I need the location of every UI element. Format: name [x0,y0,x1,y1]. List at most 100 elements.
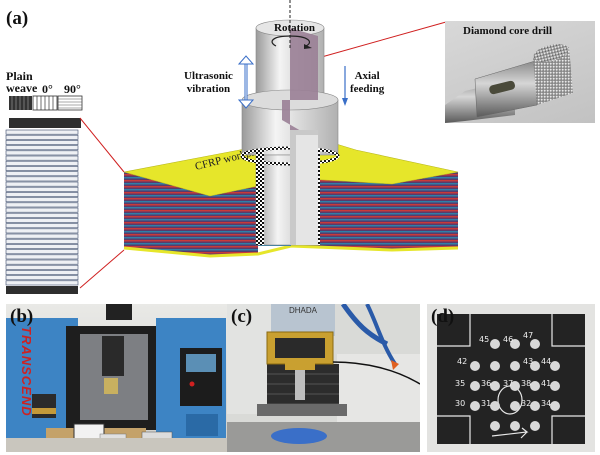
hole-number-label: 31 [481,399,491,408]
workpiece-right-face [392,172,458,250]
plain-weave-label: Plain weave [6,70,37,94]
ply-plain-weave-bottom [6,286,78,294]
hole-number-label: 42 [457,357,467,366]
rotation-arrow-icon [271,35,311,47]
ply-layer [5,280,79,286]
ply-layer [5,176,79,182]
hole-number-label: 46 [503,335,513,344]
ply-layer [5,145,79,151]
hole-number-label: 38 [521,379,531,388]
ply-layer [5,254,79,260]
hole-number-label: 32 [521,399,531,408]
drilled-hole [530,339,540,349]
ultrasonic-line1: Ultrasonic [184,70,233,82]
ultrasonic-double-arrow-icon [237,55,255,109]
panel-a-label: (a) [6,8,29,29]
spindle-setup-illustration [227,304,420,452]
ply-layer [5,197,79,203]
hole-number-label: 35 [455,379,465,388]
ply-layer [5,244,79,249]
axial-feeding-label: Axial feeding [350,70,384,96]
drilled-hole [530,361,540,371]
ultrasonic-vibration-label: Ultrasonic vibration [184,70,233,96]
deg90-swatch [57,95,83,111]
panel-d-label: (d) [431,306,455,327]
hole-number-label: 44 [541,357,551,366]
ply-layer [5,166,79,171]
workpiece-left-face [124,172,210,256]
ply-layer [5,228,79,234]
panel-b-label: (b) [10,306,34,327]
hole-number-label: 45 [479,335,489,344]
ply-layer [5,264,79,270]
ply-stack [5,118,81,294]
workpiece-front-left-face [210,186,258,256]
drilled-hole [510,401,520,411]
hole-number-label: 36 [481,379,491,388]
panel-c-setup-photo: DHADA (c) [227,304,420,452]
ply-layer [5,155,79,161]
deg0-label: 0° [42,82,53,96]
drilled-hole [470,361,480,371]
plain-weave-line2: weave [6,81,38,95]
ply-layer [5,186,79,192]
plain-weave-line1: Plain [6,69,33,83]
inset-label: Diamond core drill [463,25,553,37]
hole-number-label: 47 [523,331,533,340]
drilled-hole [550,401,560,411]
leader-line-inset [317,21,447,59]
hole-number-label: 43 [523,357,533,366]
axial-feeding-arrow-icon [342,66,348,106]
hole-number-label: 34 [541,399,551,408]
drill-photo-illustration [445,44,573,123]
ply-layer [5,223,79,229]
drilled-hole [490,421,500,431]
ply-layer [5,129,79,135]
drilled-hole [530,401,540,411]
panel-c-label: (c) [231,306,253,327]
drilled-hole [510,339,520,349]
drilled-hole [510,421,520,431]
hole-number-label: 41 [541,379,551,388]
machine-brand-text: TRANSCEND [19,326,34,417]
ply-layer [5,218,79,223]
deg0-swatch [32,95,58,111]
layup-stack-diagram [5,95,83,294]
drilled-hole [490,401,500,411]
ply-layer [5,134,79,140]
ply-layer [5,171,79,177]
ultrasonic-line2: vibration [186,83,231,95]
axial-line2: feeding [350,83,385,95]
drilled-hole [510,361,520,371]
drilled-hole [530,381,540,391]
ply-layer [5,150,79,156]
ply-layer [5,238,79,244]
axial-line1: Axial [354,70,380,82]
hole-number-label: 37 [503,379,513,388]
ply-layer [5,233,79,239]
drilled-hole [470,401,480,411]
ply-plain-weave-top [9,118,81,128]
ply-layer [5,212,79,218]
ply-layer [5,275,79,281]
drilled-hole [490,381,500,391]
drilled-hole [550,381,560,391]
plain-weave-swatch [9,96,32,110]
ply-layer [5,192,79,197]
deg90-label: 90° [64,82,81,96]
rotation-label: Rotation [274,22,315,34]
ply-layer [5,249,79,255]
spindle-text: DHADA [289,306,318,315]
ply-layer [5,181,79,187]
machining-center-illustration [6,304,228,452]
drilled-hole [550,361,560,371]
drilled-hole [470,381,480,391]
diamond-core-drill-inset: Diamond core drill [445,21,595,123]
cfrp-drilling-diagram: CFRP workpiece [123,0,459,258]
leader-line-bottom [79,249,125,289]
ply-layer [5,270,79,275]
ply-layer [5,140,79,145]
leader-line-top [79,117,125,173]
